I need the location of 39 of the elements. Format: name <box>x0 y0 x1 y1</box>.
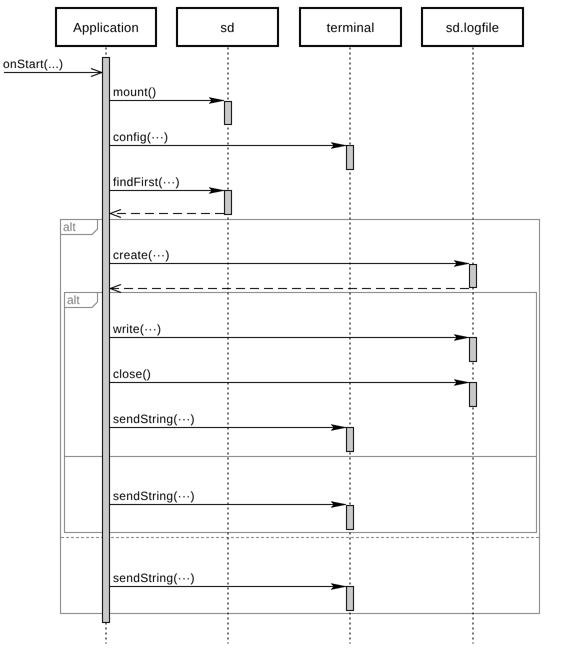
message-arrow <box>110 583 346 590</box>
message-arrow <box>110 142 346 149</box>
activation-bar <box>346 505 354 530</box>
activation-bar <box>346 427 354 452</box>
message-arrow <box>110 334 470 341</box>
participant-box: sd <box>176 7 279 47</box>
message-arrow <box>110 501 346 508</box>
activation-bar <box>224 190 232 215</box>
activation-bar <box>346 586 354 611</box>
activation-bar <box>469 264 477 288</box>
message-label: sendString(···) <box>113 571 195 585</box>
message-arrow <box>110 424 346 431</box>
activation-bar <box>469 382 477 407</box>
participant-box: sd.logfile <box>421 7 524 47</box>
participant-box: terminal <box>299 7 402 47</box>
participant-box: Application <box>55 7 157 47</box>
message-label: mount() <box>113 85 156 99</box>
activation-bar <box>346 145 354 170</box>
message-label: sendString(···) <box>113 489 195 503</box>
message-arrow <box>4 68 102 77</box>
message-label: create(···) <box>113 248 170 262</box>
message-label: findFirst(···) <box>113 175 180 189</box>
message-arrow <box>110 97 224 104</box>
activation-bar <box>102 57 110 623</box>
fragment-operator: alt <box>67 293 80 307</box>
fragment-operator: alt <box>63 220 76 234</box>
message-label: write(···) <box>113 322 162 336</box>
message-arrow <box>110 260 470 267</box>
message-arrow <box>110 187 224 194</box>
message-label: close() <box>113 367 152 381</box>
lifeline <box>472 47 474 644</box>
return-arrow <box>110 209 224 218</box>
activation-bar <box>224 101 232 125</box>
message-label: onStart(...) <box>3 57 64 71</box>
return-arrow <box>110 284 470 293</box>
message-arrow <box>110 379 470 386</box>
activation-bar <box>469 337 477 362</box>
message-label: config(···) <box>113 130 168 144</box>
message-label: sendString(···) <box>113 412 195 426</box>
